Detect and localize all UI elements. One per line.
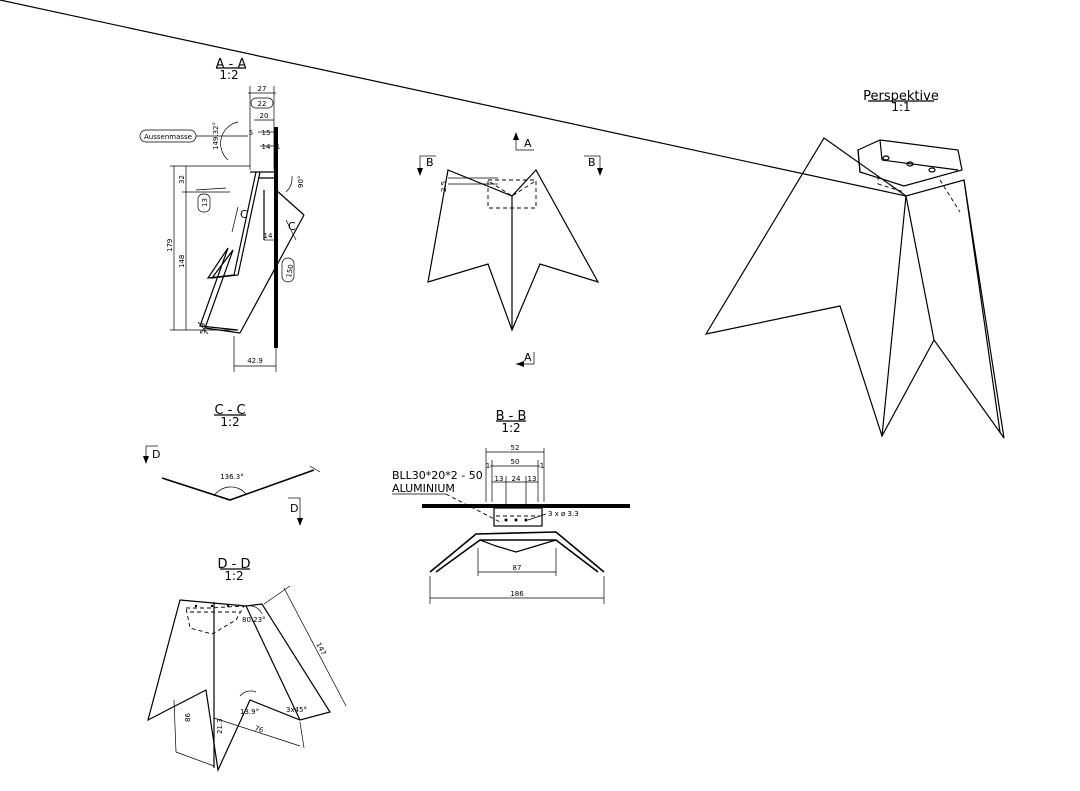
svg-text:24: 24 xyxy=(512,475,521,483)
section-marker-d-right: D xyxy=(288,497,303,526)
section-d-d-title: D - D xyxy=(218,557,251,572)
svg-text:13: 13 xyxy=(495,475,504,483)
svg-text:1: 1 xyxy=(540,462,544,470)
section-marker-c-left: C xyxy=(240,208,248,221)
perspective-view: Perspektive 1:1 xyxy=(0,0,1005,439)
svg-text:3 x ø 3.3: 3 x ø 3.3 xyxy=(548,510,579,518)
svg-text:80.23°: 80.23° xyxy=(242,616,266,624)
svg-text:42.9: 42.9 xyxy=(247,357,263,365)
svg-text:13: 13 xyxy=(528,475,537,483)
svg-text:50: 50 xyxy=(511,458,520,466)
svg-text:14: 14 xyxy=(262,143,271,151)
section-marker-d-left: D xyxy=(143,445,160,464)
material-type: ALUMINIUM xyxy=(392,482,455,495)
svg-text:A: A xyxy=(524,137,532,150)
section-d-d-scale: 1:2 xyxy=(224,569,243,583)
svg-text:14: 14 xyxy=(264,232,273,240)
front-view: 2.5 A A B B xyxy=(417,132,603,367)
section-c-c-title: C - C xyxy=(214,403,245,418)
svg-text:5: 5 xyxy=(249,129,253,137)
material-designation: BLL30*20*2 - 50 xyxy=(392,469,483,482)
profile-outline xyxy=(199,171,257,331)
section-a-a: A - A 1:2 27 22 20 15 5 14 1 149.32° 90° xyxy=(139,57,305,372)
svg-text:136.3°: 136.3° xyxy=(220,473,244,481)
section-c-c: C - C 1:2 136.3° D D xyxy=(143,403,321,526)
svg-text:21.3: 21.3 xyxy=(216,718,224,734)
svg-text:22: 22 xyxy=(258,100,267,108)
section-marker-b-left: B xyxy=(417,155,436,176)
svg-text:150: 150 xyxy=(285,264,295,279)
svg-text:B: B xyxy=(588,156,596,169)
svg-text:B: B xyxy=(426,156,434,169)
svg-text:15: 15 xyxy=(262,129,271,137)
svg-text:179: 179 xyxy=(166,239,174,252)
svg-text:Aussenmasse: Aussenmasse xyxy=(144,133,192,141)
section-b-b-scale: 1:2 xyxy=(501,421,520,435)
svg-text:148: 148 xyxy=(178,255,186,268)
svg-text:76: 76 xyxy=(253,724,264,735)
svg-text:2.5: 2.5 xyxy=(440,181,448,192)
svg-text:5.9: 5.9 xyxy=(199,323,207,334)
svg-text:20: 20 xyxy=(260,112,269,120)
section-b-b-title: B - B xyxy=(496,409,527,424)
section-marker-a-bottom: A xyxy=(516,351,535,367)
svg-text:1: 1 xyxy=(486,462,490,470)
section-a-a-scale: 1:2 xyxy=(219,68,238,82)
section-d-d: D - D 1:2 80.23° 147 13.9° 3x45° 76 86 2… xyxy=(147,557,347,773)
svg-text:32: 32 xyxy=(178,175,186,184)
svg-text:13.9°: 13.9° xyxy=(240,708,259,716)
svg-text:27: 27 xyxy=(258,85,267,93)
section-marker-b-right: B xyxy=(584,155,603,176)
svg-text:3x45°: 3x45° xyxy=(286,706,307,714)
svg-text:87: 87 xyxy=(513,564,522,572)
svg-text:52: 52 xyxy=(511,444,520,452)
svg-text:86: 86 xyxy=(184,713,192,722)
section-marker-a-top: A xyxy=(513,132,534,151)
svg-text:13: 13 xyxy=(201,198,209,207)
svg-text:186: 186 xyxy=(510,590,524,598)
svg-text:A: A xyxy=(524,351,532,364)
svg-text:D: D xyxy=(152,448,160,461)
svg-text:90°: 90° xyxy=(297,176,305,188)
perspective-title: Perspektive xyxy=(863,89,939,104)
perspective-scale: 1:1 xyxy=(891,100,910,114)
section-c-c-scale: 1:2 xyxy=(220,415,239,429)
section-b-b: B - B 1:2 BLL30*20*2 - 50 ALUMINIUM 52 5… xyxy=(392,409,630,604)
section-marker-c-right: C xyxy=(288,220,296,233)
svg-text:1: 1 xyxy=(276,143,280,151)
svg-text:D: D xyxy=(290,502,298,515)
